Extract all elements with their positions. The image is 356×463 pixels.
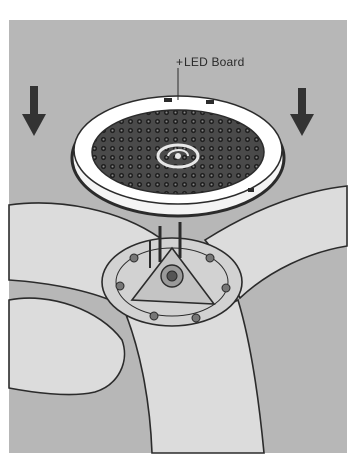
led-board-callout: +LED Board <box>176 55 245 69</box>
callout-marker: + <box>176 55 182 69</box>
callout-label: LED Board <box>184 55 245 69</box>
led-board <box>72 96 284 216</box>
